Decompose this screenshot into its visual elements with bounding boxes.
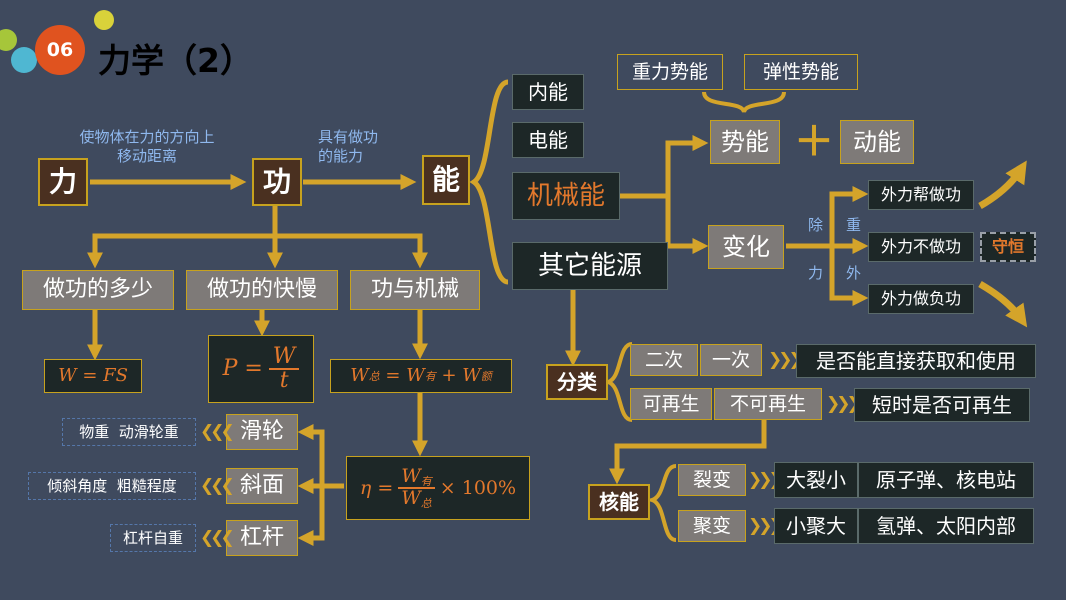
node-ext-none: 外力不做功 — [868, 232, 974, 262]
node-incline: 斜面 — [226, 468, 298, 504]
lever-factors: 杠杆自重 — [110, 524, 196, 552]
formula-power: P = W t — [208, 335, 314, 403]
node-fusion-size: 小聚大 — [774, 508, 858, 544]
node-fission: 裂变 — [678, 464, 746, 496]
force-definition-label: 使物体在力的方向上 移动距离 — [79, 128, 215, 165]
node-internal-energy: 内能 — [512, 74, 584, 110]
node-rate-of-work: 做功的快慢 — [186, 270, 338, 310]
node-other-energy: 其它能源 — [512, 242, 668, 290]
chevron-left-icon: ❮❮❮ — [200, 528, 235, 548]
pulley-factors: 物重 动滑轮重 — [62, 418, 196, 446]
node-elastic-pe: 弹性势能 — [744, 54, 858, 90]
node-gravitational-pe: 重力势能 — [617, 54, 723, 90]
node-renew-short-time: 短时是否可再生 — [854, 388, 1030, 422]
formula-efficiency: η = W有 W总 × 100% — [346, 456, 530, 520]
node-secondary: 二次 — [630, 344, 698, 376]
node-nonrenewable: 不可再生 — [714, 388, 822, 420]
node-fusion-apps: 氢弹、太阳内部 — [858, 508, 1034, 544]
node-work-and-machine: 功与机械 — [350, 270, 480, 310]
node-fission-apps: 原子弹、核电站 — [858, 462, 1034, 498]
node-work: 功 — [252, 158, 302, 206]
node-amount-of-work: 做功的多少 — [22, 270, 174, 310]
node-potential-energy: 势能 — [710, 120, 780, 164]
node-mechanical-energy: 机械能 — [512, 172, 620, 220]
node-primary: 一次 — [700, 344, 762, 376]
node-renewable: 可再生 — [630, 388, 712, 420]
node-classification: 分类 — [546, 364, 608, 400]
except-char-4: 外 — [846, 264, 862, 282]
energy-definition-label: 具有做功 的能力 — [318, 128, 379, 165]
except-char-1: 除 — [808, 216, 824, 234]
incline-factors: 倾斜角度 粗糙程度 — [28, 472, 196, 500]
node-nuclear-energy: 核能 — [588, 484, 650, 520]
chevron-left-icon: ❮❮❮ — [200, 476, 235, 496]
except-char-3: 力 — [808, 264, 824, 282]
except-char-2: 重 — [846, 216, 862, 234]
plus-sign: ＋ — [794, 119, 834, 165]
node-force: 力 — [38, 158, 88, 206]
node-fusion: 聚变 — [678, 510, 746, 542]
node-energy: 能 — [422, 155, 470, 205]
chevron-right-icon: ❯❯❯ — [826, 394, 861, 414]
node-kinetic-energy: 动能 — [840, 120, 914, 164]
chevron-left-icon: ❮❮❮ — [200, 422, 235, 442]
formula-work: W = FS — [44, 359, 142, 393]
node-electric-energy: 电能 — [512, 122, 584, 158]
node-ext-positive: 外力帮做功 — [868, 180, 974, 210]
node-lever: 杠杆 — [226, 520, 298, 556]
section-badge: 06 — [46, 38, 74, 61]
node-ext-negative: 外力做负功 — [868, 284, 974, 314]
page-title: 力学（2） — [98, 40, 253, 80]
node-pulley: 滑轮 — [226, 414, 298, 450]
chevron-right-icon: ❯❯❯ — [768, 350, 803, 370]
node-fission-size: 大裂小 — [774, 462, 858, 498]
node-conserved: 守恒 — [980, 232, 1036, 262]
node-direct-obtain: 是否能直接获取和使用 — [796, 344, 1036, 378]
node-change: 变化 — [708, 225, 784, 269]
